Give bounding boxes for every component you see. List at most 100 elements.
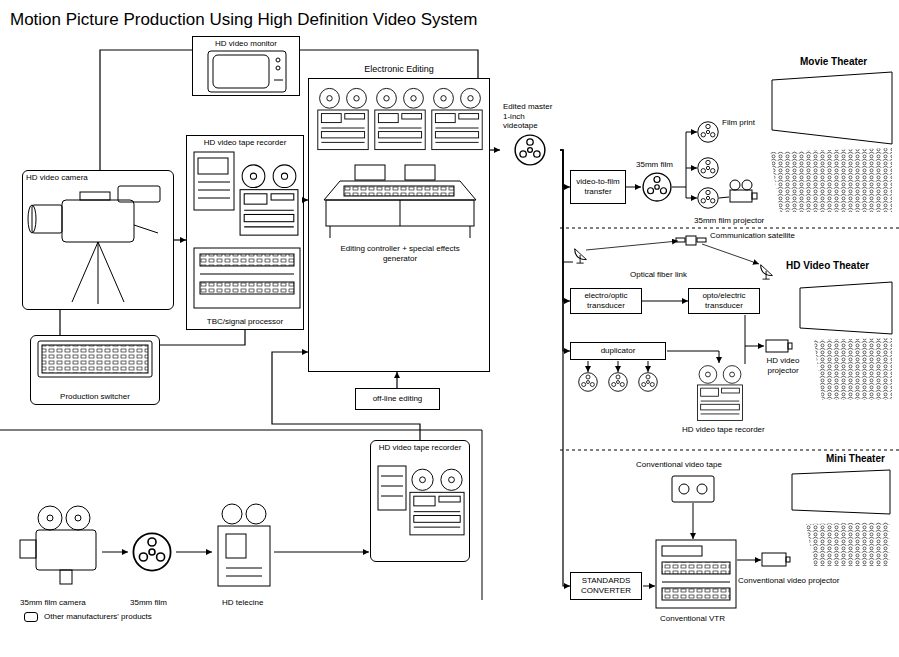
part-label: Conventional video tape [636,460,722,470]
flow-arrow [693,503,694,539]
flow-arrow [102,552,128,553]
master-reel: Edited master 1-inch videotape [500,100,560,170]
part-label: Film print [722,118,755,128]
editing-desk-icon [324,165,476,238]
hd-projector-icon [766,340,792,352]
connector [560,150,570,586]
part-label: Conventional VTR [660,614,725,624]
node-title: HD video tape recorder [374,443,466,453]
part-label: HD telecine [222,598,263,608]
process-box: off-line editing [355,388,440,410]
node-title: HD video camera [26,173,170,183]
connector [560,150,570,187]
vtr-icon [378,466,464,535]
node-title: opto/electric transducer [692,291,756,310]
connector [642,300,688,301]
node-title: electro/optic transducer [574,291,638,310]
process-box: opto/electric transducer [688,288,760,314]
part-label: Optical fiber link [630,270,687,280]
monitor-box: HD video monitor [192,36,300,96]
connector [160,330,245,345]
flow-arrow [737,560,761,561]
copy-reel-icons [579,373,658,392]
dish-icon [761,265,773,279]
conventional-projector-icon [762,553,790,566]
connector [396,372,397,388]
connector [100,50,192,170]
connector [59,310,60,335]
hd-screen [800,282,892,334]
film-camera-icon [20,506,96,584]
branch-wire [563,262,573,263]
connector [560,150,570,301]
part-label: Conventional video projector [738,576,839,586]
flow-arrow [274,552,369,553]
camera-box: HD video camera [22,170,174,310]
section-heading: Mini Theater [826,453,885,465]
part-label: 35mm film camera [20,598,86,608]
node-subtitle: TBC/signal processor [190,317,300,327]
film-print-icons [698,122,718,208]
part-label: Editing controller + special effects gen… [332,244,468,263]
node-title: HD video monitor [196,39,296,49]
node-title: STANDARDS CONVERTER [574,576,638,595]
part-label: 35mm film [130,598,167,608]
part-label: HD video projector [754,356,812,375]
node-title: HD video tape recorder [190,138,300,148]
part-label: Communication satellite [710,231,795,241]
node-title: off-line editing [359,394,436,404]
editing-vtr-icons [318,88,482,149]
connector [490,149,500,150]
node-title: duplicator [574,346,662,356]
legend-swatch [24,612,38,622]
dup-arrows [588,361,648,372]
mini-screen [792,470,890,514]
vtr-wire [745,346,746,364]
diagram-title: Motion Picture Production Using High Def… [10,10,477,30]
process-box: duplicator [570,342,666,360]
vtr-icon [194,152,300,308]
recorder-box: HD video tape recorder [370,440,470,562]
connector [174,239,186,240]
film-reel-icon [133,533,170,570]
node-title: Edited master 1-inch videotape [503,102,557,131]
section-divider [560,228,899,229]
switcher-icon [38,341,152,377]
film-projector-icon [719,180,757,202]
conventional-vtr-icon [656,540,736,608]
telecine-icon [218,504,270,586]
part-label: HD video tape recorder [682,425,765,435]
satellite-icon [676,236,706,245]
print-branch [672,132,697,198]
node-title: Electronic Editing [312,64,486,75]
section-divider [560,450,899,451]
fiber-wire [745,315,764,346]
node-title: video-to-film transfer [574,177,622,196]
monitor-icon [208,51,286,92]
process-box: electro/optic transducer [570,288,642,314]
switcher-box: Production switcher [30,335,160,405]
section-heading: Movie Theater [800,56,867,68]
satellite-link [586,241,759,264]
cassette-icon [672,476,714,502]
dish-icon [575,249,587,263]
connector [560,150,570,351]
editing-box: Electronic Editing [308,78,490,372]
legend-entry: Other manufacturers' products [24,612,152,622]
flow-arrow [626,187,641,188]
legend-text: Other manufacturers' products [44,612,152,622]
dup-wire [667,351,719,363]
flow-arrow [643,586,655,587]
node-title: Production switcher [34,392,156,402]
process-box: STANDARDS CONVERTER [570,572,642,600]
audience [814,338,892,400]
audience [770,148,892,212]
recorder-box: HD video tape recorderTBC/signal process… [186,135,304,330]
panel-border [0,430,482,600]
vtr-icon [697,366,742,421]
movie-screen [772,72,892,144]
